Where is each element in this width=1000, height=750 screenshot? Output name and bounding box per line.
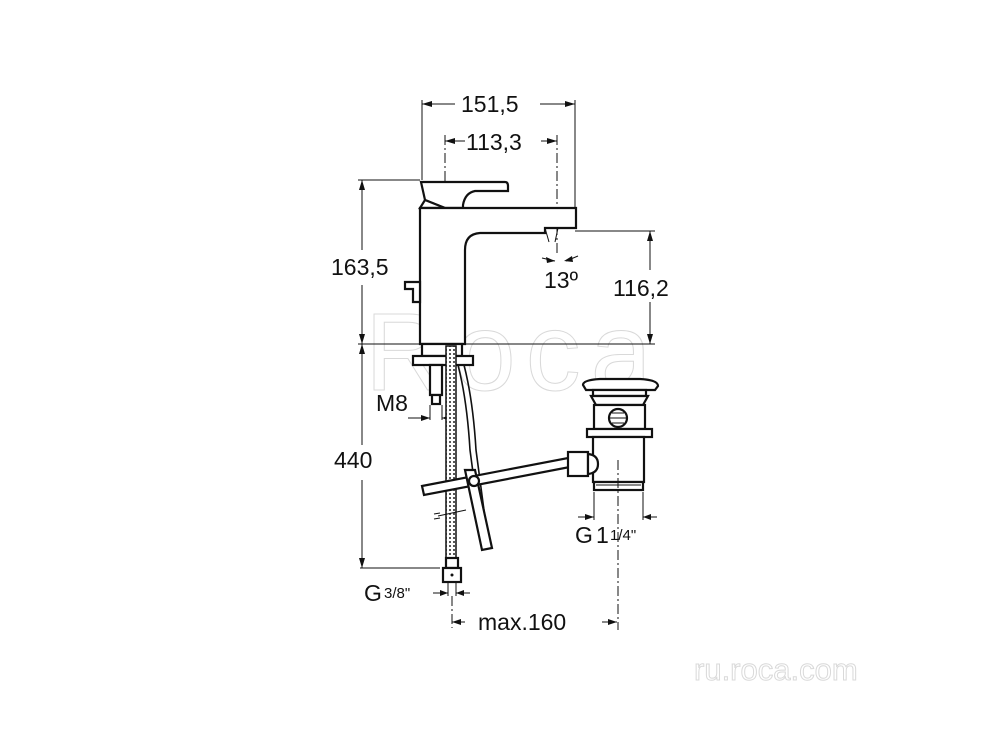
stud-thread-label: M8: [376, 390, 408, 416]
hose-length-label: 440: [334, 447, 372, 473]
supply-hoses: [433, 345, 490, 584]
waste-thread-size: 1: [596, 522, 609, 548]
hose-connection-fraction: 3/8": [384, 585, 410, 602]
max-distance-label: max.160: [478, 609, 566, 635]
faucet-body: [403, 180, 578, 346]
spout-height-label: 116,2: [613, 275, 669, 301]
popup-linkage: [420, 456, 572, 552]
dim-overall-height: 163,5: [331, 179, 420, 344]
dim-max-distance: max.160: [451, 596, 617, 635]
dim-spout-angle: 13º: [541, 255, 579, 293]
dim-overall-width: 151,5: [421, 91, 576, 212]
waste-thread-fraction: 1/4": [610, 527, 636, 544]
waste-valve: [566, 377, 660, 630]
waste-thread-prefix: G: [575, 522, 593, 548]
watermark-url: ru.roca.com: [694, 652, 858, 687]
dim-hose-connection: G 3/8": [364, 580, 470, 606]
overall-height-label: 163,5: [331, 254, 389, 280]
overall-width-label: 151,5: [461, 91, 519, 117]
hose-connection-prefix: G: [364, 580, 382, 606]
spout-reach-label: 113,3: [466, 129, 522, 155]
dim-hose-length: 440: [334, 344, 440, 569]
spout-angle-label: 13º: [544, 267, 579, 293]
dim-spout-height: 116,2: [575, 230, 669, 344]
dim-waste-thread: G 1 1/4": [575, 492, 657, 548]
